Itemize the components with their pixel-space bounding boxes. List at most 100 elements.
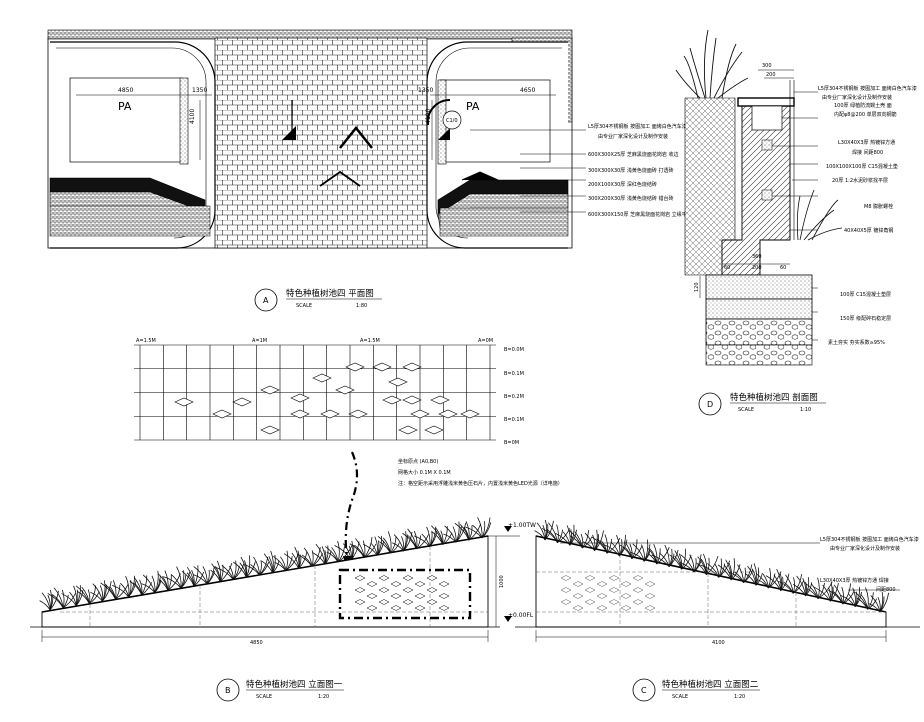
- elev-c-diamond: [620, 593, 632, 599]
- elev-b-diamond: [354, 599, 366, 605]
- elev-c-grass-blade: [581, 530, 590, 549]
- elev-b-diamond: [402, 587, 414, 593]
- section-concrete-base: [705, 274, 813, 300]
- elev-b-grass-blade: [112, 584, 129, 598]
- elevation-c: L5厚304不锈钢板 按图加工 面烤白色汽车漆 由专业厂家深化设计及制作安装 L…: [515, 519, 920, 702]
- elev-b-grass-blade: [61, 589, 65, 608]
- elev-c-grass-blade: [865, 587, 869, 610]
- elev-c-grass-blade: [536, 522, 546, 541]
- elev-c-grass-blade: [610, 541, 620, 557]
- section-d: 300 200 60 200 360 60 120 L5厚304不锈钢板 按图加…: [675, 29, 917, 416]
- elev-c-diamond: [584, 587, 596, 593]
- grid-diamond: [260, 425, 280, 435]
- elev-b-diamond: [366, 593, 378, 599]
- elev-c-grass-blade: [805, 577, 810, 597]
- elev-c-diamond: [620, 605, 632, 611]
- section-gravel-layer: [705, 298, 813, 320]
- elev-b-grass-blade: [363, 543, 377, 558]
- elev-c-grass-blade: [841, 586, 844, 605]
- title-a-scale-label: SCALE: [296, 303, 312, 309]
- elev-b-grass-blade: [390, 536, 397, 554]
- elev-b-grass-blade: [233, 562, 245, 580]
- elev-b-grass-blade: [261, 560, 273, 574]
- elev-b-grass-blade: [337, 546, 345, 563]
- elev-c-diamond: [644, 605, 656, 611]
- elev-b-grass-blade: [250, 564, 260, 576]
- elev-c-grass-blade: [707, 563, 720, 578]
- elev-b-grass-blade: [393, 534, 404, 552]
- elev-b-grass-blade: [481, 522, 492, 539]
- elev-b-grass-blade: [232, 560, 237, 580]
- elev-c-diamond: [584, 575, 596, 581]
- grid-diamond: [232, 397, 252, 407]
- grid-diamond: [212, 409, 232, 419]
- elev-c-grass-blade: [631, 539, 638, 559]
- sec-note-4: L30X40X3厚 热镀锌方通: [838, 139, 895, 146]
- elev-c-diamond: [644, 593, 656, 599]
- elev-c-grass-blade: [867, 598, 878, 610]
- elev-b-grass-blade: [39, 600, 51, 611]
- elev-b-grass-blade: [477, 517, 483, 539]
- elev-b-grass-blade: [229, 565, 234, 580]
- elev-c-grass-blade: [743, 569, 754, 583]
- elev-c-diamond: [632, 575, 644, 581]
- elev-b-grass-blade: [465, 521, 470, 541]
- elev-c-grass-blade: [693, 559, 702, 573]
- elev-c-grass-blade: [705, 557, 710, 575]
- elevation-b: 1000 +1.00TW ±0.00FL 4850 B 特色种植树池四 立面图一…: [30, 517, 536, 702]
- elev-b-grass-blade: [193, 566, 208, 584]
- elev-c-grass-blade: [792, 577, 795, 594]
- elev-c-grass-blade: [762, 573, 769, 589]
- sec-note-12: 素土夯实 夯实系数≥95%: [828, 339, 885, 346]
- elev-b-grass-blade: [443, 533, 457, 543]
- elev-b-grass-blade: [112, 580, 117, 600]
- title-b-text: 特色种植树池四 立面图一: [246, 679, 343, 690]
- sec-dim-top1: 300: [762, 63, 772, 69]
- elev-b-grass-blade: [315, 543, 326, 565]
- elev-b-grass-blade: [216, 560, 222, 582]
- elev-c-grass-blade: [680, 554, 695, 573]
- elev-b-grass-blade: [164, 570, 169, 591]
- elev-c-diamond: [584, 599, 596, 605]
- elev-b-grass-blade: [362, 540, 366, 558]
- elev-c-diamond: [560, 587, 572, 593]
- elev-b-height-dim: 1000: [499, 575, 505, 588]
- grid-right-label-4: B=0M: [504, 440, 519, 446]
- sec-note-3: 内配φ8@200 单层双向钢筋: [834, 111, 897, 118]
- plan-a: C1/0 4850 1350 1350 4650 4100 4100 PA PA…: [47, 29, 687, 312]
- elev-b-grass-blade: [283, 553, 300, 569]
- elev-c-grass-blade: [679, 562, 695, 573]
- elev-c-grass-blade: [780, 573, 790, 591]
- elev-b-grass-blade: [298, 551, 308, 569]
- elev-c-grass-blade: [544, 520, 554, 541]
- dim-right-small: 1350: [418, 87, 433, 94]
- elev-b-grass-blade: [151, 575, 156, 593]
- elev-c-diamond: [644, 581, 656, 587]
- elev-b-grass-blade: [311, 547, 321, 567]
- elev-c-grass-blade: [730, 558, 735, 581]
- grid-top-label-3: A=0M: [478, 338, 493, 344]
- elev-b-grass-blade: [246, 561, 256, 578]
- elev-c-grass-blade: [870, 595, 881, 613]
- elev-b-grass-blade: [102, 581, 112, 602]
- elev-b-grass-blade: [440, 530, 444, 545]
- elev-b-grass-blade: [421, 533, 431, 547]
- elev-b-diamond: [402, 575, 414, 581]
- title-d-text: 特色种植树池四 剖面图: [730, 392, 818, 403]
- elev-b-grass-blade: [142, 574, 156, 593]
- elev-c-grass-blade: [743, 567, 746, 583]
- slope-arrow-left: [339, 125, 373, 149]
- elev-c-grass-blade: [656, 548, 661, 565]
- elev-c-grass-blade: [730, 564, 741, 581]
- elev-c-diamond: [560, 575, 572, 581]
- elev-c-grass-blade: [700, 564, 720, 578]
- elev-c-grass-blade: [678, 553, 683, 570]
- elev-b-diamond: [426, 575, 438, 581]
- elev-b-grass-blade: [69, 591, 77, 606]
- elev-c-grass-blade: [842, 583, 852, 605]
- elev-c-grass-blade: [830, 582, 839, 602]
- elev-b-grass-blade: [221, 565, 234, 580]
- plan-note-3: 300X300X30厚 浅黄色烧面砖 打透砖: [588, 167, 673, 174]
- title-d-letter: D: [707, 400, 713, 409]
- grid-diamond: [290, 393, 310, 403]
